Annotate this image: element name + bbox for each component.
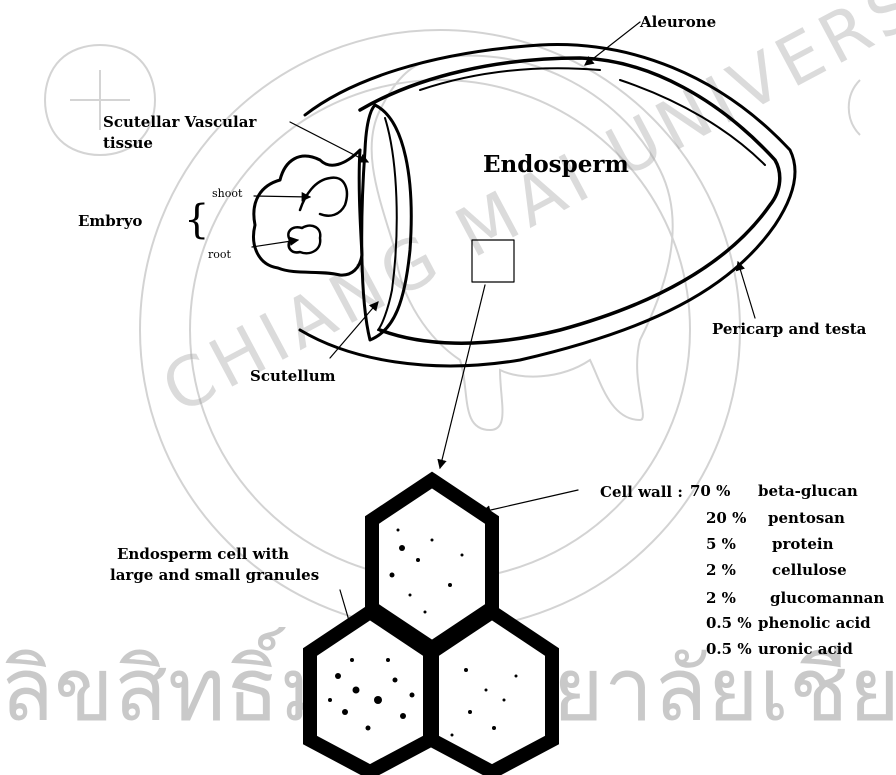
scutellum-label: Scutellum [250,367,336,385]
sample-pointer [440,285,485,468]
composition-row: 2 %glucomannan [706,588,884,609]
composition-percent: 2 % [706,560,772,581]
shoot-label: shoot [212,185,242,203]
embryo-brace: { [184,198,209,242]
aleurone-pointer [585,22,640,65]
aleurone-label: Aleurone [640,13,716,31]
cell-wall-pointer [482,490,578,512]
composition-row: 0.5 %phenolic acid [706,613,871,634]
composition-row: 2 %cellulose [706,560,847,581]
composition-row: 70 %beta-glucan [690,481,858,502]
sample-box [472,240,514,282]
composition-percent: 0.5 % [706,613,758,634]
cell-wall-prefix: Cell wall : [600,483,683,501]
scutellar-vascular-label-line2: tissue [103,134,153,152]
scutellum-pointer [330,302,378,358]
scutellum-outline [362,105,412,340]
composition-row: 0.5 %uronic acid [706,639,853,660]
shoot-pointer [254,196,310,197]
composition-name: phenolic acid [758,613,871,634]
endosperm-cell-label: Endosperm cell with [117,545,289,563]
composition-name: cellulose [772,560,847,581]
composition-name: pentosan [768,508,845,529]
pericarp-outline [300,45,795,366]
embryo-label: Embryo [78,212,142,230]
composition-percent: 2 % [706,588,770,609]
composition-percent: 0.5 % [706,639,758,660]
composition-percent: 70 % [690,481,758,502]
pericarp-pointer [738,262,755,318]
pericarp-label: Pericarp and testa [712,320,866,338]
aleurone-layer [360,58,780,343]
endosperm-cells [310,480,552,772]
embryo-root [288,226,320,254]
composition-row: 20 %pentosan [706,508,845,529]
cell-bottom-left [310,612,430,772]
composition-row: 5 %protein [706,534,833,555]
scutellum-vascular-line [378,118,397,330]
root-label: root [208,246,231,264]
endosperm-cell-label-line2: large and small granules [110,566,319,584]
embryo-outline [254,150,362,275]
composition-name: protein [772,534,833,555]
composition-name: uronic acid [758,639,853,660]
composition-percent: 5 % [706,534,772,555]
cell-bottom-right [432,612,552,772]
composition-name: beta-glucan [758,481,858,502]
composition-name: glucomannan [770,588,884,609]
root-pointer [252,240,298,247]
composition-percent: 20 % [706,508,768,529]
scutellar-vascular-label: Scutellar Vascular [103,113,256,131]
endosperm-label: Endosperm [483,152,629,178]
